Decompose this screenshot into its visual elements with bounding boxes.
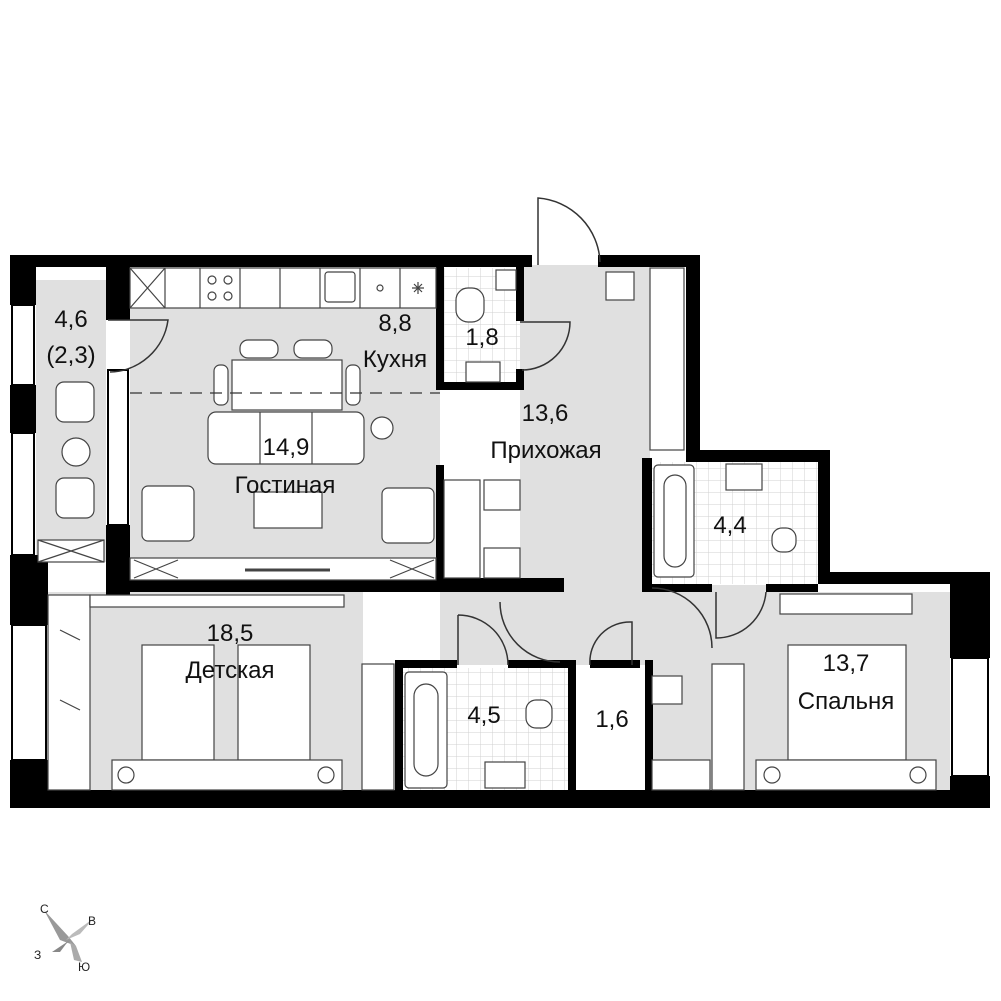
compass-rose-icon: [44, 910, 94, 962]
label-kids-name: Детская: [185, 657, 275, 684]
armchair-left: [141, 485, 195, 542]
armchair-right: [381, 487, 435, 544]
living-furniture: [129, 411, 437, 581]
loggia-furniture: [37, 381, 105, 563]
door-loggia: [108, 319, 169, 373]
door-bath-right: [651, 587, 713, 649]
kitchen-counter: [129, 267, 437, 309]
label-wc-small-area: 1,8: [465, 324, 499, 351]
label-bath-right-area: 4,4: [713, 512, 747, 539]
label-kitchen-area: 8,8: [378, 310, 412, 337]
door-kids: [499, 601, 561, 663]
floor-hall-corridor: [440, 585, 650, 665]
label-wardrobe-area: 1,6: [595, 706, 629, 733]
window-loggia-top: [11, 304, 35, 386]
door-bedroom: [715, 591, 767, 639]
label-bedroom-area: 13,7: [822, 650, 870, 677]
bedroom-furniture: [755, 593, 937, 791]
label-loggia-area: 4,6: [54, 306, 88, 333]
window-kids: [11, 624, 47, 761]
label-bath-mid-area: 4,5: [467, 702, 501, 729]
window-loggia-bottom: [11, 432, 35, 556]
floor-corridor-right: [650, 585, 768, 665]
door-wc-small: [520, 321, 571, 371]
sofa: [207, 411, 365, 465]
entrance-door: [537, 197, 601, 265]
door-wardrobe: [589, 621, 633, 666]
label-hall-name: Прихожая: [490, 437, 602, 464]
label-living-area: 14,9: [262, 434, 310, 461]
wc-small-fixtures: [455, 269, 517, 383]
bath-right-fixtures: [653, 463, 797, 578]
compass-north: С: [40, 902, 49, 916]
compass: С В З Ю: [30, 900, 110, 980]
window-bedroom: [951, 657, 989, 777]
label-loggia-sub: (2,3): [46, 342, 96, 369]
label-hall-area: 13,6: [521, 400, 569, 427]
label-living-name: Гостиная: [234, 472, 336, 499]
coffee-table: [253, 491, 323, 529]
lamp: [370, 416, 394, 440]
window-loggia-inner: [107, 369, 129, 526]
windows: [11, 304, 989, 777]
label-kids-area: 18,5: [206, 620, 254, 647]
compass-west: З: [34, 948, 42, 962]
bath-mid-fixtures: [404, 671, 553, 789]
label-bedroom-name: Спальня: [797, 688, 895, 715]
compass-south: Ю: [78, 960, 91, 974]
walls: [10, 255, 990, 808]
compass-east: В: [88, 914, 97, 928]
label-kitchen-name: Кухня: [362, 346, 428, 373]
dining-set: [213, 339, 361, 411]
kids-furniture: [47, 594, 345, 791]
doors: [108, 197, 767, 666]
door-bath-mid: [457, 614, 509, 666]
wardrobes: [361, 267, 745, 791]
